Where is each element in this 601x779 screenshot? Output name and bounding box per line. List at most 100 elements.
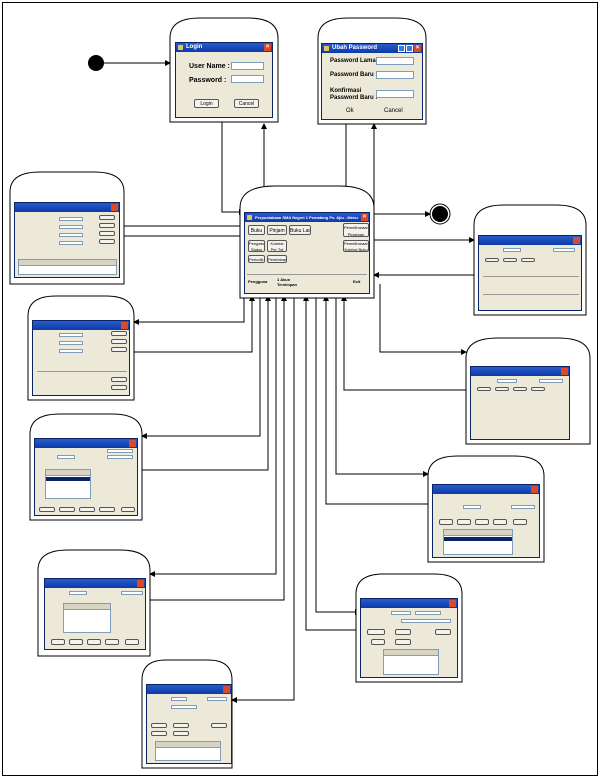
exit-button[interactable]: Exit: [353, 279, 361, 284]
action-button[interactable]: [503, 258, 517, 262]
action-button[interactable]: [111, 377, 127, 382]
close-icon[interactable]: [121, 322, 128, 329]
action-button[interactable]: [513, 387, 527, 391]
koleksi-button[interactable]: Koleksi Per Tgl: [267, 240, 287, 252]
text-field[interactable]: [59, 349, 83, 353]
action-button[interactable]: [69, 639, 83, 645]
action-button[interactable]: [493, 519, 507, 525]
action-button[interactable]: [105, 639, 119, 645]
text-field[interactable]: [553, 248, 575, 252]
action-button[interactable]: [125, 639, 139, 645]
close-icon[interactable]: ×: [264, 44, 271, 51]
action-button[interactable]: [439, 519, 453, 525]
text-field[interactable]: [59, 241, 83, 245]
text-field[interactable]: [171, 705, 197, 709]
action-button[interactable]: [99, 215, 115, 220]
buku-button[interactable]: Buku: [248, 225, 265, 235]
ok-button[interactable]: Ok: [346, 108, 354, 114]
password-lama-input[interactable]: [376, 57, 414, 65]
action-button[interactable]: [435, 629, 451, 635]
text-field[interactable]: [391, 611, 411, 615]
data-list[interactable]: [155, 741, 221, 761]
text-field[interactable]: [107, 455, 133, 459]
periodik-button[interactable]: Periodik Baru: [248, 255, 265, 263]
text-field[interactable]: [207, 697, 227, 701]
close-icon[interactable]: [223, 686, 230, 693]
cancel-button[interactable]: Cancel: [384, 108, 403, 114]
action-button[interactable]: [211, 723, 227, 728]
close-icon[interactable]: [531, 486, 538, 493]
username-input[interactable]: [231, 62, 264, 70]
close-icon[interactable]: [137, 580, 144, 587]
action-button[interactable]: [457, 519, 471, 525]
action-button[interactable]: [521, 258, 535, 262]
text-field[interactable]: [415, 611, 441, 615]
action-button[interactable]: [99, 231, 115, 236]
action-button[interactable]: [121, 507, 135, 512]
text-field[interactable]: [69, 591, 87, 595]
close-icon[interactable]: ×: [361, 214, 368, 221]
text-field[interactable]: [59, 233, 83, 237]
text-field[interactable]: [463, 505, 481, 509]
pengaturan-button[interactable]: Pengaturan Status: [248, 240, 265, 252]
close-icon[interactable]: [111, 204, 118, 211]
close-icon[interactable]: [573, 237, 580, 244]
action-button[interactable]: [99, 223, 115, 228]
action-button[interactable]: [395, 639, 411, 645]
cancel-button[interactable]: Cancel: [234, 99, 259, 108]
action-button[interactable]: [111, 385, 127, 390]
pemeliharaan-button[interactable]: Pemeliharaan Pinjaman: [343, 223, 369, 237]
text-field[interactable]: [57, 455, 75, 459]
action-button[interactable]: [151, 731, 167, 736]
password-input[interactable]: [231, 75, 264, 83]
action-button[interactable]: [495, 387, 509, 391]
action-button[interactable]: [39, 507, 55, 512]
text-field[interactable]: [171, 697, 187, 701]
close-icon[interactable]: [129, 440, 136, 447]
close-icon[interactable]: [561, 368, 568, 375]
text-field[interactable]: [511, 505, 535, 509]
text-field[interactable]: [59, 217, 83, 221]
text-field[interactable]: [59, 341, 83, 345]
action-button[interactable]: [51, 639, 65, 645]
action-button[interactable]: [371, 639, 385, 645]
data-list[interactable]: [45, 469, 91, 499]
action-button[interactable]: [485, 258, 499, 262]
data-grid[interactable]: [18, 259, 117, 275]
data-list[interactable]: [383, 649, 439, 675]
minimize-icon[interactable]: [398, 45, 405, 52]
pinjam-button[interactable]: Pinjam: [267, 225, 287, 235]
text-field[interactable]: [59, 225, 83, 229]
action-button[interactable]: [151, 723, 167, 728]
action-button[interactable]: [477, 387, 491, 391]
text-field[interactable]: [539, 379, 563, 383]
pembaharuan-button[interactable]: Pembaharuan: [267, 255, 287, 263]
close-icon[interactable]: ×: [414, 45, 421, 52]
text-field[interactable]: [59, 333, 83, 337]
action-button[interactable]: [111, 339, 127, 344]
action-button[interactable]: [513, 519, 527, 525]
buku-lain-button[interactable]: Buku Lainnya: [289, 225, 311, 235]
action-button[interactable]: [79, 507, 95, 512]
data-list[interactable]: [63, 603, 111, 633]
text-field[interactable]: [401, 619, 451, 623]
action-button[interactable]: [395, 629, 411, 635]
action-button[interactable]: [111, 347, 127, 352]
login-button[interactable]: Login: [194, 99, 219, 108]
password-baru-input[interactable]: [376, 71, 414, 79]
konfirmasi-input[interactable]: [376, 90, 414, 98]
action-button[interactable]: [173, 731, 189, 736]
maximize-icon[interactable]: [406, 45, 413, 52]
text-field[interactable]: [497, 379, 517, 383]
text-field[interactable]: [503, 248, 521, 252]
text-field[interactable]: [107, 449, 133, 453]
action-button[interactable]: [111, 331, 127, 336]
action-button[interactable]: [173, 723, 189, 728]
text-field[interactable]: [121, 591, 143, 595]
action-button[interactable]: [367, 629, 385, 635]
close-icon[interactable]: [449, 600, 456, 607]
action-button[interactable]: [475, 519, 489, 525]
pemeliharaan-koleksi-button[interactable]: Pemeliharaan Koleksi Buku: [343, 240, 369, 252]
action-button[interactable]: [531, 387, 545, 391]
action-button[interactable]: [99, 239, 115, 244]
